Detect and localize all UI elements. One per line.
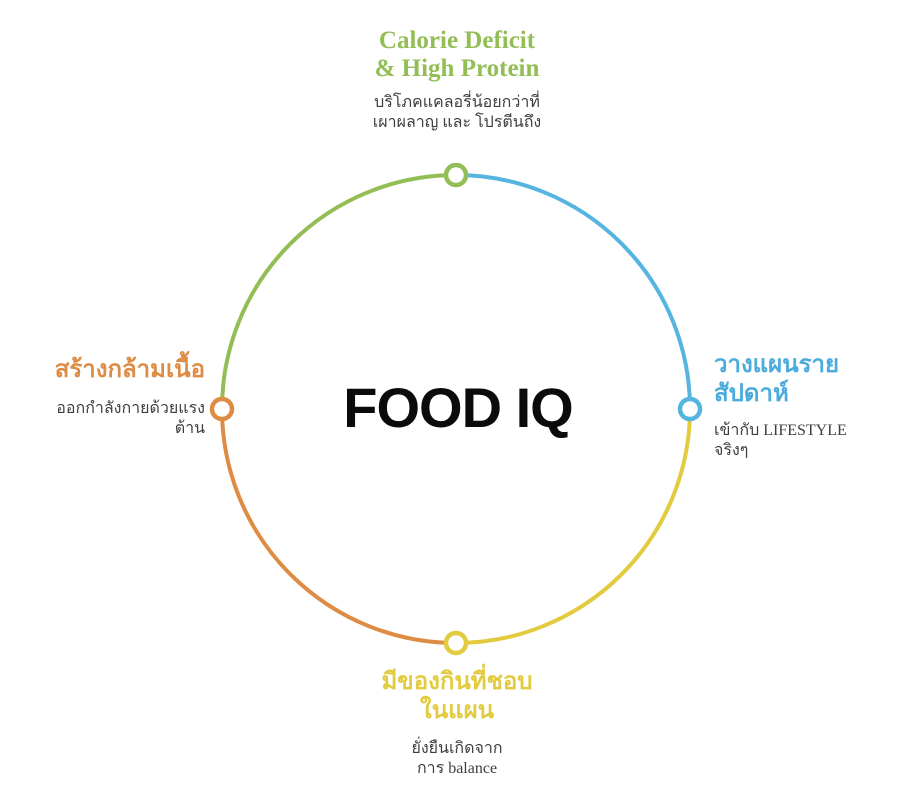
node-bottom-title-line2: ในแผน xyxy=(419,697,495,724)
node-right-subtitle: เข้ากับ LIFESTYLE จริงๆ xyxy=(714,421,904,461)
node-top-title-line2: & High Protein xyxy=(374,55,540,82)
node-bottom-subtitle: ยั่งยืนเกิดจาก การ balance xyxy=(297,739,617,779)
node-marker-right xyxy=(677,396,703,422)
node-top-subtitle: บริโภคแคลอรี่น้อยกว่าที่ เผาผลาญ และ โปร… xyxy=(287,93,627,133)
node-left-subtitle-line1: ออกกำลังกายด้วยแรง xyxy=(56,400,205,417)
node-right-weekly-plan: วางแผนราย สัปดาห์ เข้ากับ LIFESTYLE จริง… xyxy=(714,350,904,461)
node-bottom-favorite-food: มีของกินที่ชอบ ในแผน ยั่งยืนเกิดจาก การ … xyxy=(297,667,617,779)
node-top-title-line1: Calorie Deficit xyxy=(378,27,536,54)
node-left-build-muscle: สร้างกล้ามเนื้อ ออกกำลังกายด้วยแรง ต้าน xyxy=(0,355,205,439)
node-top-subtitle-line2: เผาผลาญ และ โปรตีนถึง xyxy=(372,114,542,131)
node-right-title-line1: วางแผนราย xyxy=(714,351,840,378)
node-marker-left xyxy=(209,396,235,422)
node-left-subtitle-line2: ต้าน xyxy=(174,420,205,437)
node-marker-top xyxy=(443,162,469,188)
node-top-subtitle-line1: บริโภคแคลอรี่น้อยกว่าที่ xyxy=(374,94,540,111)
node-right-title-line2: สัปดาห์ xyxy=(714,380,789,407)
node-right-subtitle-line2: จริงๆ xyxy=(714,442,749,459)
node-bottom-title: มีของกินที่ชอบ ในแผน xyxy=(297,667,617,725)
node-right-title: วางแผนราย สัปดาห์ xyxy=(714,350,904,408)
node-bottom-title-line1: มีของกินที่ชอบ xyxy=(381,668,533,695)
node-right-subtitle-line1: เข้ากับ LIFESTYLE xyxy=(714,422,847,439)
node-bottom-subtitle-line2: การ balance xyxy=(416,760,498,777)
arc-orange-bottom-left xyxy=(220,407,458,645)
node-left-subtitle: ออกกำลังกายด้วยแรง ต้าน xyxy=(0,399,205,439)
node-left-title-line1: สร้างกล้ามเนื้อ xyxy=(54,356,205,383)
node-left-title: สร้างกล้ามเนื้อ xyxy=(0,355,205,384)
node-top-title: Calorie Deficit & High Protein xyxy=(287,27,627,83)
arc-yellow-bottom-right xyxy=(454,407,692,645)
node-top-calorie-deficit: Calorie Deficit & High Protein บริโภคแคล… xyxy=(287,27,627,133)
arc-green-top-left xyxy=(220,173,458,411)
arc-blue-top-right xyxy=(454,173,692,411)
node-bottom-subtitle-line1: ยั่งยืนเกิดจาก xyxy=(411,740,503,757)
center-title: FOOD IQ xyxy=(343,376,573,440)
node-marker-bottom xyxy=(443,630,469,656)
